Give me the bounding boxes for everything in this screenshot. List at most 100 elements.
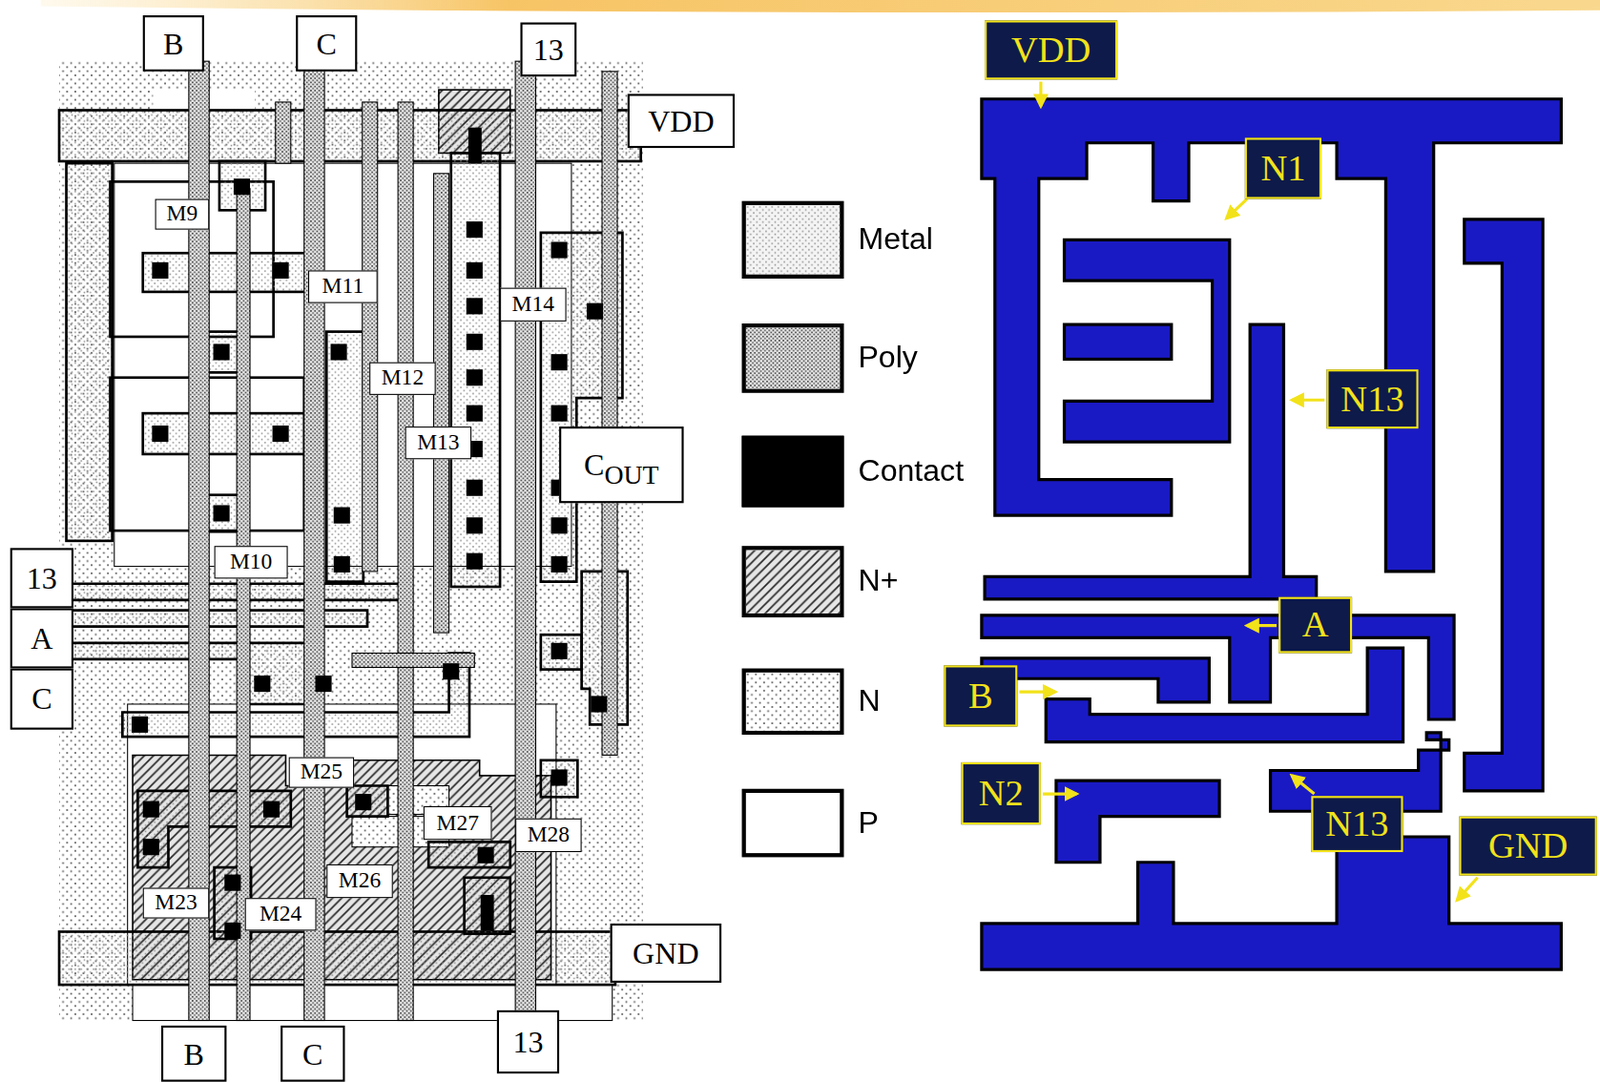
legend-swatch — [742, 789, 845, 858]
metal-layer-map-part — [1464, 219, 1543, 791]
layout-cell-part-part — [590, 695, 607, 712]
layout-cell-part-part — [551, 353, 568, 371]
label-text: 13 — [512, 1024, 543, 1059]
pin-label: C — [10, 668, 74, 730]
legend-text: N+ — [857, 562, 898, 598]
layout-cell-part-part — [602, 71, 618, 756]
label-text: GND — [632, 935, 700, 970]
layout-cell-part-part — [326, 332, 364, 582]
layout-cell-part-part — [304, 61, 325, 1020]
label-text: VDD — [1011, 29, 1091, 71]
layout-cell-part-part — [515, 61, 536, 1020]
net-callout: N13 — [1326, 369, 1418, 429]
layout-cell-part-part — [466, 479, 483, 497]
legend-swatch — [742, 201, 845, 279]
layout-cell-part-part — [143, 252, 307, 292]
layout-cell-part-part — [466, 553, 483, 570]
swatch-fill — [746, 205, 845, 279]
layout-cell-part-part — [466, 221, 483, 238]
label-text: N13 — [1340, 378, 1404, 420]
swatch-pattern — [746, 205, 845, 279]
layout-cell-part-part — [131, 716, 148, 733]
callout-arrows-part — [1038, 82, 1042, 107]
title-band — [41, 0, 1600, 13]
pin-label: VDD — [627, 93, 735, 148]
pin-label: 13 — [519, 22, 577, 78]
transistor-label: M10 — [214, 545, 289, 579]
layout-cell-part-part — [551, 405, 568, 422]
callout-arrows-part — [1042, 791, 1077, 795]
transistor-label: M28 — [515, 818, 582, 852]
label-text: N2 — [978, 772, 1024, 814]
pin-label: GND — [610, 923, 723, 983]
layout-cell-part-part — [151, 262, 168, 279]
label-text: M25 — [300, 758, 343, 785]
net-callout: A — [1278, 597, 1352, 654]
callout-arrows-part — [1291, 775, 1315, 794]
label-text: M28 — [527, 821, 570, 848]
pin-label: 13 — [497, 1010, 560, 1074]
label-text: M24 — [259, 899, 302, 926]
label-text: C — [583, 448, 604, 482]
label-text: 13 — [533, 32, 564, 66]
transistor-label: M9 — [155, 199, 210, 230]
layout-cell-part-part — [151, 425, 168, 442]
transistor-label: M23 — [143, 887, 210, 918]
metal-layer-map-part — [1045, 647, 1403, 742]
callout-arrows-part — [1226, 199, 1247, 219]
label-text: N1 — [1260, 147, 1306, 189]
layout-cell-part-part — [333, 556, 351, 573]
pin-label: COUT — [559, 426, 684, 503]
transistor-label: M25 — [289, 757, 354, 789]
layout-cell-part-part — [397, 102, 414, 1021]
layout-cell-part-part — [434, 173, 450, 633]
transistor-label: M27 — [423, 806, 493, 840]
layout-cell-part-part — [143, 838, 160, 855]
pin-label: C — [280, 1025, 345, 1082]
transistor-label: M13 — [405, 426, 473, 459]
callout-arrows-part — [1456, 877, 1477, 901]
layout-cell-part-part — [551, 643, 568, 660]
legend-text: N — [857, 683, 880, 718]
label-text: M27 — [436, 809, 478, 835]
layout-cell-part-part — [466, 369, 483, 386]
layout-cell-part-part — [540, 760, 579, 798]
label-text: M13 — [416, 428, 459, 455]
pin-label: 13 — [10, 547, 74, 608]
pin-label: C — [295, 15, 357, 72]
pin-label: A — [10, 607, 74, 668]
layout-cell-part-part — [143, 801, 160, 818]
layout-cell-part-part — [224, 874, 241, 892]
label-text: VDD — [647, 103, 715, 138]
label-text: B — [183, 1037, 204, 1071]
layout-cell-part-part — [464, 877, 511, 935]
layout-cell-part-part — [428, 841, 511, 868]
layout-cell-part-part — [586, 303, 603, 320]
legend-text: Poly — [857, 339, 917, 375]
layout-cell-part-part — [451, 152, 500, 587]
transistor-label: M14 — [499, 288, 567, 322]
metal-layer-map-part — [1056, 780, 1220, 863]
layout-cell-part-part — [468, 127, 482, 164]
label-text: M12 — [381, 364, 424, 391]
layout-cell-part-part — [272, 262, 290, 279]
metal-layer-map-part — [1064, 239, 1230, 442]
transistor-label: M12 — [369, 362, 437, 395]
swatch-fill — [746, 327, 845, 393]
net-callout: N13 — [1310, 795, 1403, 852]
legend-swatch — [742, 323, 845, 394]
callout-arrows — [1018, 82, 1477, 901]
metal-layer-map-part — [984, 324, 1317, 600]
layout-cell-part-part — [466, 333, 483, 351]
label-text: M26 — [338, 867, 381, 894]
label-text: M9 — [166, 200, 199, 227]
swatch-fill — [746, 549, 845, 618]
layout-cell-part-part — [466, 405, 483, 422]
net-callout: GND — [1458, 816, 1597, 876]
layout-cell-part-part — [551, 556, 568, 573]
net-callout: N1 — [1245, 137, 1322, 199]
label-text: M11 — [322, 272, 365, 299]
label-text: 13 — [26, 561, 58, 595]
legend-swatch — [742, 668, 845, 736]
